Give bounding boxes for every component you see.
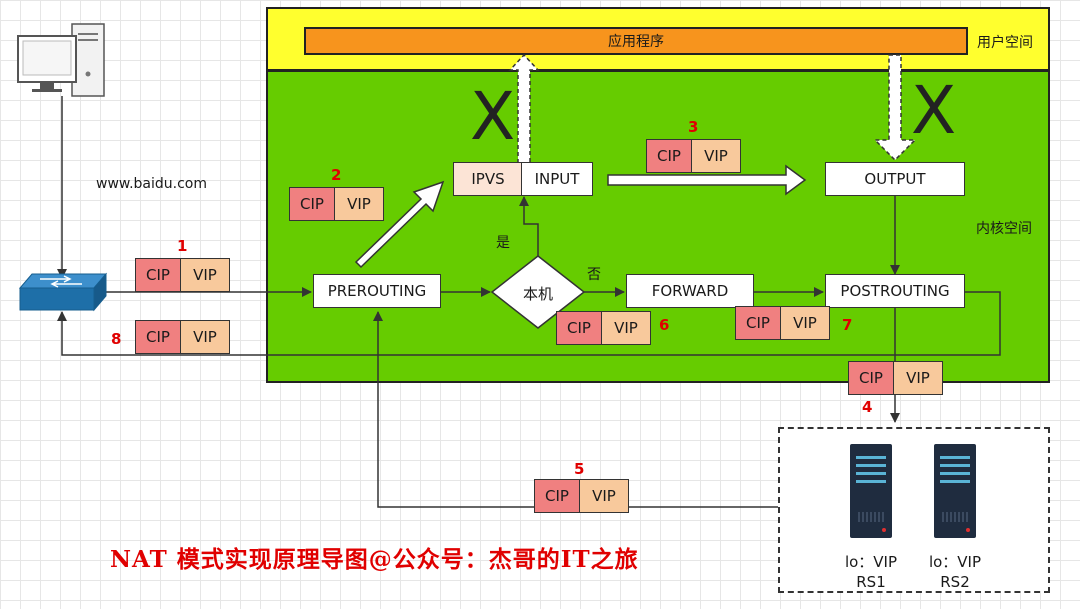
decision-label: 本机: [522, 285, 553, 303]
input-to-app-blocked-arrow: [508, 53, 540, 164]
rs1-name: RS1: [856, 573, 886, 591]
cip-field: CIP: [736, 307, 781, 339]
rs1-lo-label: lo：VIP: [844, 553, 898, 571]
cip-field: CIP: [136, 259, 181, 291]
vip-field: VIP: [602, 312, 650, 344]
prerouting-to-ipvs-arrow: [354, 180, 445, 269]
no-label: 否: [587, 267, 601, 283]
cip-field: CIP: [535, 480, 580, 512]
step-number-5: 5: [574, 460, 585, 478]
computer-icon: [17, 23, 105, 97]
ipvs-node: IPVS: [453, 162, 523, 196]
vip-field: VIP: [781, 307, 829, 339]
client-url-label: www.baidu.com: [96, 176, 207, 192]
rs2-lo-label: lo：VIP: [928, 553, 982, 571]
postrouting-node: POSTROUTING: [825, 274, 965, 308]
input-to-output-arrow: [607, 164, 807, 196]
rs2-label: lo：VIP RS2: [910, 552, 1000, 592]
vip-field: VIP: [181, 259, 229, 291]
switch-icon: [18, 272, 108, 312]
vip-field: VIP: [692, 140, 740, 172]
real-server-group: [778, 427, 1050, 593]
step-number-1: 1: [177, 237, 188, 255]
cip-field: CIP: [557, 312, 602, 344]
decision-diamond: [490, 255, 586, 329]
prerouting-node: PREROUTING: [313, 274, 441, 308]
blocked-output-mark: X: [911, 72, 957, 149]
cip-field: CIP: [849, 362, 894, 394]
rs1-label: lo：VIP RS1: [826, 552, 916, 592]
step-number-2: 2: [331, 166, 342, 184]
rs2-name: RS2: [940, 573, 970, 591]
vip-field: VIP: [580, 480, 628, 512]
step-number-4: 4: [862, 398, 873, 416]
input-node: INPUT: [521, 162, 593, 196]
app-to-output-blocked-arrow: [873, 54, 917, 162]
kernel-space-label: 内核空间: [976, 221, 1032, 237]
server-icon: [934, 444, 976, 538]
step-number-3: 3: [688, 118, 699, 136]
cip-field: CIP: [290, 188, 335, 220]
step-number-6: 6: [659, 316, 670, 334]
rs-to-prerouting-arrow: [373, 311, 778, 508]
cip-field: CIP: [647, 140, 692, 172]
server-icon: [850, 444, 892, 538]
application-bar: 应用程序: [304, 27, 968, 55]
step-number-7: 7: [842, 316, 853, 334]
vip-field: VIP: [894, 362, 942, 394]
user-space-label: 用户空间: [977, 35, 1033, 51]
vip-field: VIP: [181, 321, 229, 353]
blocked-input-mark: X: [470, 78, 516, 155]
postrouting-to-switch-arrow: [57, 291, 1001, 356]
cip-field: CIP: [136, 321, 181, 353]
decision-to-input-arrow: [519, 196, 539, 262]
output-node: OUTPUT: [825, 162, 965, 196]
yes-label: 是: [496, 235, 510, 251]
forward-node: FORWARD: [626, 274, 754, 308]
step-number-8: 8: [111, 330, 122, 348]
diagram-title: NAT 模式实现原理导图@公众号：杰哥的IT之旅: [110, 546, 639, 573]
vip-field: VIP: [335, 188, 383, 220]
